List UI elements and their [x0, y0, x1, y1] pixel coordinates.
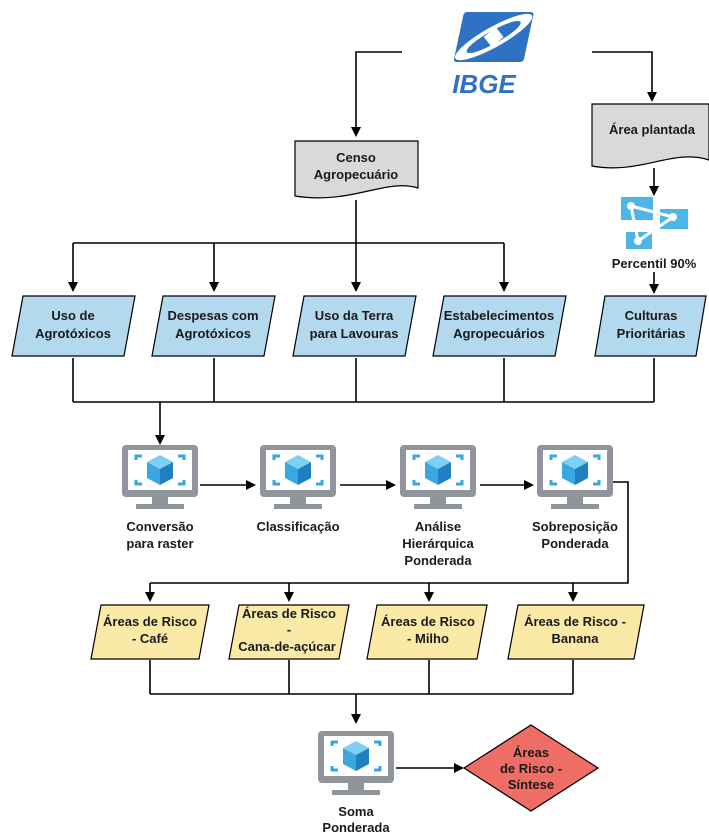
input-label-line-1: Estabelecimentos	[444, 308, 555, 323]
ibge-logo-text: IBGE	[452, 69, 516, 99]
step-soma-line-1: Soma	[338, 804, 374, 819]
input-label-line-1: Culturas	[625, 308, 678, 323]
process-sobreposicao-icon	[537, 445, 613, 509]
percentil-network-icon	[621, 197, 688, 249]
final-line-3: Síntese	[508, 777, 554, 792]
output-risco-banana: Áreas de Risco - Banana	[507, 604, 645, 660]
step-classificacao-line-1: Classificação	[256, 519, 339, 534]
input-label-line-2: Prioritárias	[617, 326, 686, 341]
doc-censo-line-1: Censo	[336, 150, 376, 165]
input-label-line-1: Uso de	[51, 308, 94, 323]
input-label-line-2: para Lavouras	[310, 326, 399, 341]
doc-area-plantada-label: Área plantada	[609, 122, 696, 137]
input-label-line-1: Uso da Terra	[315, 308, 394, 323]
input-culturas-prioritarias: Culturas Prioritárias	[594, 295, 707, 357]
input-label-line-2: Agropecuários	[453, 326, 545, 341]
input-estabelecimentos-agropecuarios: Estabelecimentos Agropecuários	[432, 295, 567, 357]
final-risco-sintese: Áreas de Risco - Síntese	[462, 724, 600, 812]
input-label-line-2: Agrotóxicos	[35, 326, 111, 341]
output-label-line-3: Cana-de-açúcar	[238, 639, 336, 654]
step-analise-line-1: Análise	[415, 519, 461, 534]
doc-censo-agropecuario: Censo Agropecuário	[294, 140, 419, 199]
output-risco-cana: Áreas de Risco - Cana-de-açúcar	[228, 604, 350, 660]
percentil-label: Percentil 90%	[612, 256, 697, 271]
output-label-line-1: Áreas de Risco	[103, 614, 197, 629]
process-analise-icon	[400, 445, 476, 509]
final-line-1: Áreas	[513, 745, 549, 760]
output-label-line-1: Áreas de Risco -	[524, 614, 626, 629]
output-label-line-2: - Café	[132, 631, 168, 646]
final-line-2: de Risco -	[500, 761, 562, 776]
process-soma-icon	[318, 731, 394, 795]
connectors	[68, 51, 659, 773]
step-soma-line-2: Ponderada	[322, 820, 390, 835]
step-analise-line-2: Hierárquica	[402, 536, 474, 551]
input-label-line-2: Agrotóxicos	[175, 326, 251, 341]
step-conversao-line-1: Conversão	[126, 519, 193, 534]
input-despesas-com-agrotoxicos: Despesas com Agrotóxicos	[151, 295, 276, 357]
process-classificacao-icon	[260, 445, 336, 509]
step-sobreposicao-line-1: Sobreposição	[532, 519, 618, 534]
ibge-logo: IBGE	[452, 12, 534, 99]
output-label-line-2: Banana	[552, 631, 600, 646]
step-analise-line-3: Ponderada	[404, 553, 472, 568]
output-label-line-2: -	[287, 622, 291, 637]
process-conversao-icon	[122, 445, 198, 509]
output-label-line-1: Áreas de Risco	[381, 614, 475, 629]
step-conversao-line-2: para raster	[126, 536, 193, 551]
doc-censo-line-2: Agropecuário	[314, 167, 399, 182]
input-label-line-1: Despesas com	[167, 308, 258, 323]
doc-area-plantada: Área plantada	[591, 103, 709, 169]
output-risco-milho: Áreas de Risco - Milho	[366, 604, 488, 660]
output-risco-cafe: Áreas de Risco - Café	[90, 604, 210, 660]
input-uso-da-terra: Uso da Terra para Lavouras	[292, 295, 417, 357]
output-label-line-1: Áreas de Risco	[242, 606, 336, 621]
output-label-line-2: - Milho	[407, 631, 449, 646]
input-uso-de-agrotoxicos: Uso de Agrotóxicos	[11, 295, 136, 357]
step-sobreposicao-line-2: Ponderada	[541, 536, 609, 551]
